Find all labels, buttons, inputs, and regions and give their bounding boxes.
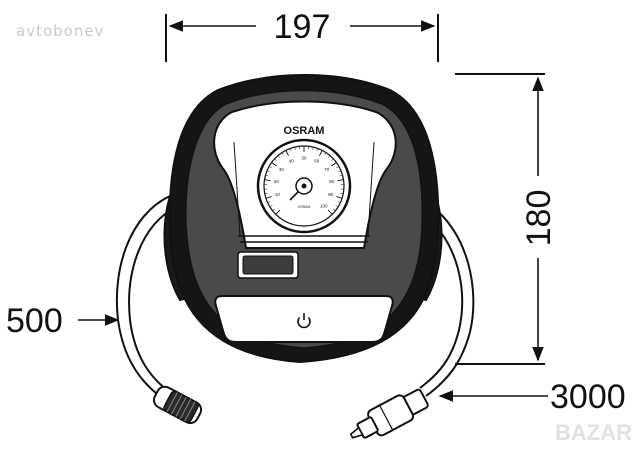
gauge-tick-mark bbox=[319, 150, 323, 156]
gauge-tick-mark bbox=[264, 192, 268, 195]
gauge-tick-mark bbox=[336, 196, 343, 199]
gauge-brand: OSRAM bbox=[298, 205, 311, 209]
gauge-tick-label: 10 bbox=[275, 192, 281, 197]
gauge-tick-mark bbox=[267, 201, 271, 203]
power-button[interactable] bbox=[292, 309, 316, 333]
gauge-tick-mark bbox=[312, 147, 314, 151]
gauge-tick-mark bbox=[332, 208, 336, 211]
gauge-tick-mark bbox=[272, 208, 276, 211]
height-value: 180 bbox=[520, 190, 558, 247]
hose-connector bbox=[152, 385, 203, 425]
gauge-scale: 10 20 30 40 50 60 70 80 90 100 bbox=[264, 146, 344, 215]
gauge-tick-label: 70 bbox=[324, 167, 330, 172]
gauge-tick-label: 90 bbox=[328, 192, 334, 197]
gauge-tick-mark bbox=[327, 155, 331, 159]
bazar-watermark: BAZAR bbox=[555, 420, 632, 445]
gauge-tick-label: 40 bbox=[289, 159, 295, 164]
watermark-text: avtobonev bbox=[16, 22, 104, 40]
cable-dimension: 3000 bbox=[438, 378, 626, 416]
gauge-tick-mark bbox=[331, 162, 337, 167]
gauge-tick-mark bbox=[277, 155, 281, 159]
gauge-tick-mark bbox=[324, 152, 327, 156]
gauge-tick-mark bbox=[274, 158, 277, 162]
gauge-tick-mark bbox=[264, 179, 271, 182]
gauge-tick-mark bbox=[337, 201, 341, 203]
gauge-tick-mark bbox=[281, 152, 284, 156]
gauge-tick-label: 100 bbox=[320, 203, 328, 208]
hose-dimension: 500 bbox=[6, 302, 120, 340]
gauge-tick-mark bbox=[275, 209, 281, 215]
width-value: 197 bbox=[274, 8, 331, 46]
gauge-tick-mark bbox=[340, 192, 344, 195]
gauge-tick-mark bbox=[269, 205, 273, 208]
gauge-tick-label: 20 bbox=[274, 179, 280, 184]
power-cable bbox=[419, 204, 475, 397]
gauge-tick-mark bbox=[338, 170, 342, 173]
gauge-tick-label: 60 bbox=[314, 159, 320, 164]
brand-logo: OSRAM bbox=[284, 125, 325, 137]
display-window bbox=[237, 251, 299, 279]
gauge-tick-mark bbox=[339, 174, 343, 177]
air-hose bbox=[115, 195, 179, 399]
gauge-tick-mark bbox=[337, 179, 344, 182]
pressure-gauge: 10 20 30 40 50 60 70 80 90 100 OSRAM bbox=[256, 138, 352, 234]
gauge-tick-mark bbox=[265, 174, 269, 177]
gauge-tick-mark bbox=[294, 147, 296, 151]
gauge-tick-mark bbox=[336, 166, 340, 169]
gauge-tick-mark bbox=[327, 209, 333, 215]
gauge-tick-label: 50 bbox=[301, 156, 307, 161]
gauge-tick-mark bbox=[266, 170, 270, 173]
gauge-tick-mark bbox=[265, 196, 272, 199]
cigarette-plug bbox=[349, 388, 429, 439]
gauge-tick-mark bbox=[285, 150, 289, 156]
width-dimension: 197 bbox=[165, 8, 439, 62]
gauge-tick-label: 30 bbox=[279, 167, 285, 172]
gauge-tick-mark bbox=[268, 166, 272, 169]
height-dimension: 180 bbox=[455, 73, 558, 365]
gauge-tick-mark bbox=[271, 162, 277, 167]
gauge-tick-mark bbox=[331, 158, 334, 162]
hose-value: 500 bbox=[6, 302, 63, 340]
gauge-tick-mark bbox=[289, 148, 292, 152]
gauge-tick-mark bbox=[316, 148, 319, 152]
power-icon bbox=[297, 313, 311, 329]
gauge-tick-mark bbox=[335, 205, 339, 208]
cable-value: 3000 bbox=[550, 378, 626, 416]
gauge-tick-label: 80 bbox=[329, 179, 335, 184]
